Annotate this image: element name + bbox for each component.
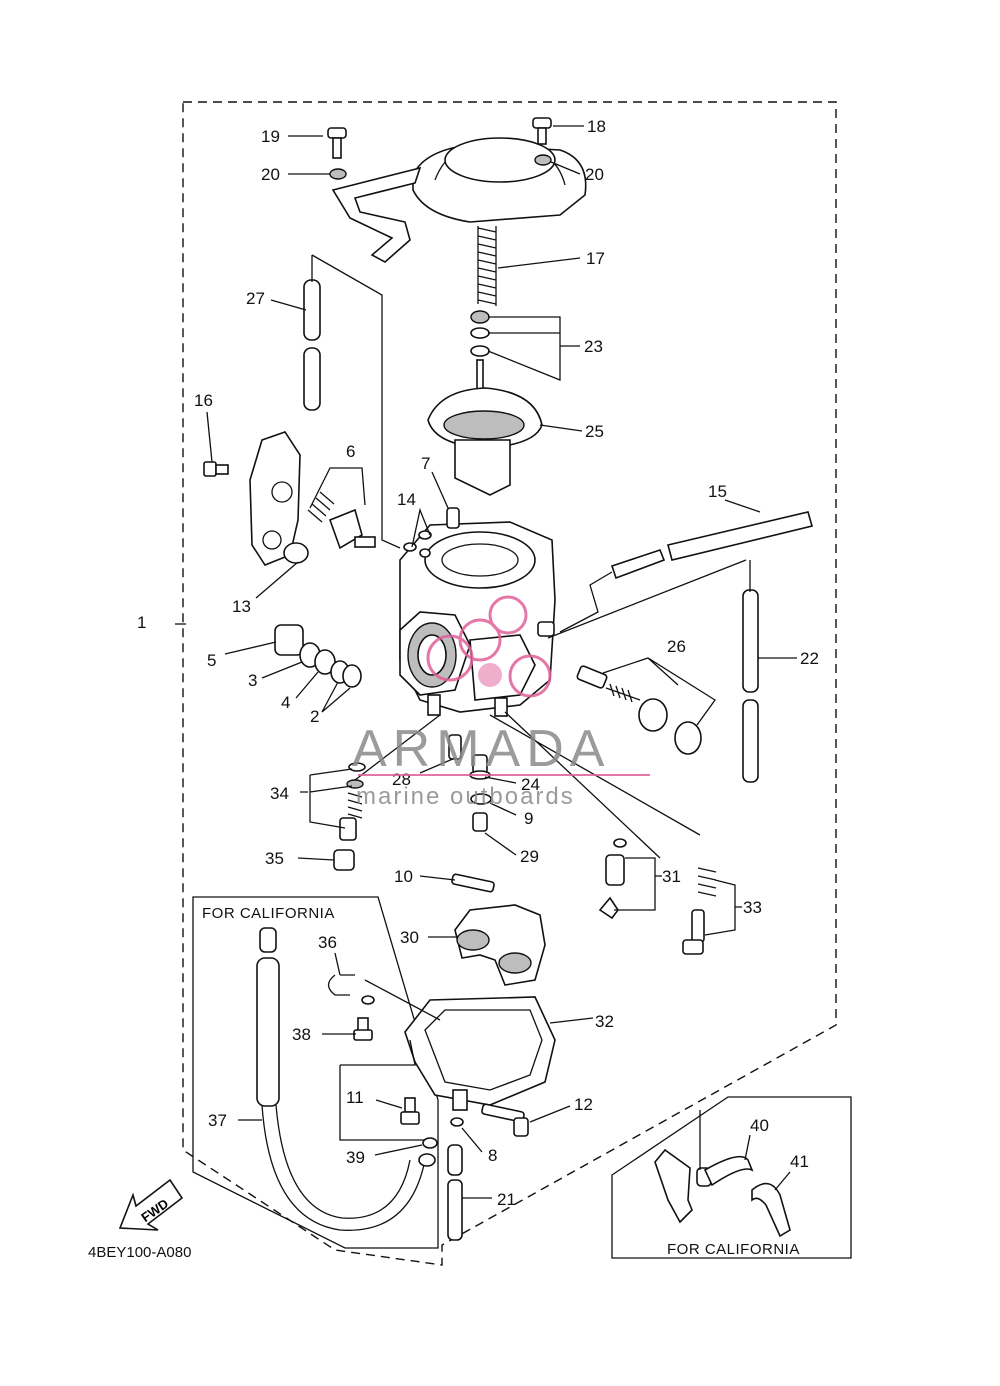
label-36: 36 — [318, 933, 337, 952]
hose-15 — [547, 511, 813, 639]
label-35: 35 — [265, 849, 284, 868]
plug-29 — [472, 812, 488, 832]
label-17: 17 — [586, 249, 605, 268]
label-31: 31 — [662, 867, 681, 886]
label-20-right: 20 — [585, 165, 604, 184]
watermark-brand: ARMADA — [352, 720, 610, 778]
label-12: 12 — [574, 1095, 593, 1114]
label-2: 2 — [310, 707, 319, 726]
label-23: 23 — [584, 337, 603, 356]
label-13: 13 — [232, 597, 251, 616]
o-ring-14 — [403, 530, 432, 558]
adjuster-33 — [682, 867, 717, 955]
label-20-left: 20 — [261, 165, 280, 184]
pilot-screw-set-26 — [576, 665, 702, 755]
bracket-40 — [654, 1110, 754, 1224]
watermark-tagline: marine outboards — [356, 783, 575, 810]
label-24: 24 — [521, 775, 540, 794]
carburetor-body — [399, 521, 556, 717]
label-10: 10 — [394, 867, 413, 886]
pump-spring-6 — [307, 491, 376, 550]
spring-17 — [477, 226, 497, 306]
california-box-right — [611, 1096, 852, 1259]
label-33: 33 — [743, 898, 762, 917]
carburetor-top-cover — [412, 137, 587, 223]
float-chamber-32 — [404, 996, 556, 1111]
label-38: 38 — [292, 1025, 311, 1044]
washer-20-right — [534, 154, 552, 166]
screw-16 — [203, 461, 229, 477]
o-ring-2b — [342, 664, 362, 688]
diagram-code: 4BEY100-A080 — [88, 1244, 191, 1261]
label-39: 39 — [346, 1148, 365, 1167]
collar-5 — [274, 624, 304, 656]
label-30: 30 — [400, 928, 419, 947]
label-7: 7 — [421, 454, 430, 473]
california-label-right: FOR CALIFORNIA — [667, 1241, 800, 1258]
california-box-left — [192, 896, 439, 1249]
label-9: 9 — [524, 809, 533, 828]
label-1: 1 — [137, 613, 146, 632]
label-4: 4 — [281, 693, 290, 712]
label-15: 15 — [708, 482, 727, 501]
label-40: 40 — [750, 1116, 769, 1135]
diaphragm-piston-25 — [427, 387, 543, 496]
label-34: 34 — [270, 784, 289, 803]
label-32: 32 — [595, 1012, 614, 1031]
pump-cover-13 — [249, 431, 309, 566]
hose-27 — [303, 254, 401, 549]
hose-21 — [447, 1144, 463, 1241]
label-41: 41 — [790, 1152, 809, 1171]
label-22: 22 — [800, 649, 819, 668]
california-label-left: FOR CALIFORNIA — [202, 905, 335, 922]
label-26: 26 — [667, 637, 686, 656]
clip-39 — [422, 1137, 438, 1149]
label-37: 37 — [208, 1111, 227, 1130]
armada-watermark: ARMADA marine outboards — [352, 595, 650, 810]
label-21: 21 — [497, 1190, 516, 1209]
needle-valve-31 — [598, 838, 627, 920]
screw-38 — [353, 1017, 373, 1041]
screw-11 — [400, 1097, 420, 1125]
label-6: 6 — [346, 442, 355, 461]
leader-lines — [175, 125, 797, 1199]
label-5: 5 — [207, 651, 216, 670]
hose-37 — [256, 927, 436, 1231]
cap-35 — [333, 849, 355, 871]
label-19: 19 — [261, 127, 280, 146]
connector-lines-chamber — [339, 979, 441, 1141]
clip-36 — [327, 974, 375, 1005]
screw-19 — [327, 127, 347, 159]
label-8: 8 — [488, 1146, 497, 1165]
float-30 — [454, 904, 546, 986]
throttle-cable-bracket — [331, 166, 422, 263]
label-14: 14 — [397, 490, 416, 509]
washer-9 — [470, 793, 492, 805]
label-27: 27 — [246, 289, 265, 308]
fwd-arrow-icon: FWD — [118, 1178, 184, 1231]
hose-41 — [751, 1182, 791, 1238]
label-11: 11 — [346, 1088, 364, 1107]
o-ring-8 — [450, 1117, 464, 1127]
washer-20-left — [329, 168, 347, 180]
float-pin-10 — [451, 873, 495, 893]
label-25: 25 — [585, 422, 604, 441]
label-3: 3 — [248, 671, 257, 690]
label-18: 18 — [587, 117, 606, 136]
screw-18 — [532, 117, 552, 145]
jet-7 — [446, 507, 460, 529]
part-labels: 19 20 18 20 17 23 25 27 16 6 7 15 14 13 … — [137, 117, 819, 1209]
watermark-logo-icon — [426, 595, 552, 698]
drain-screw-12 — [481, 1103, 529, 1137]
label-16: 16 — [194, 391, 213, 410]
hose-22 — [742, 560, 759, 783]
label-29: 29 — [520, 847, 539, 866]
jet-28 — [448, 734, 462, 760]
